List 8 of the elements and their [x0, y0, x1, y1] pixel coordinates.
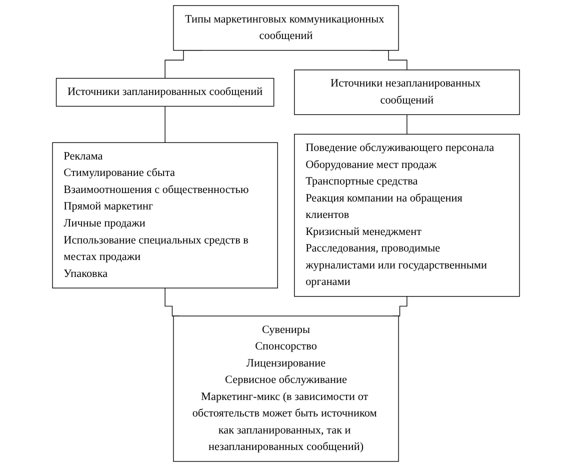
node-box: Поведение обслуживающего персонала Оборудование мест продаж Транспортные средства Реакция компании на обращения клиентов Кризисный менеджмент Расследования, проводимые журналистами или государственными органами: [294, 134, 520, 297]
connector: [406, 114, 408, 135]
node-box: Сувениры Спонсорство Лицензирование Сервисное обслуживание Маркетинг-микс (в зависимости от обстоятельств может быть источником как запланированных, так и незапланированных сообщений): [173, 316, 399, 462]
connector: [164, 106, 166, 143]
node-box: Реклама Стимулирование сбыта Взаимоотношения с общественностью Прямой маркетинг Личные продажи Использование специальных средств в местах продажи Упаковка: [52, 142, 278, 288]
node-box: Типы маркетинговых коммуникационных сообщений: [173, 5, 399, 51]
node-box: Источники незапланированных сообщений: [294, 70, 520, 115]
node-box: Источники запланированных сообщений: [56, 78, 274, 107]
